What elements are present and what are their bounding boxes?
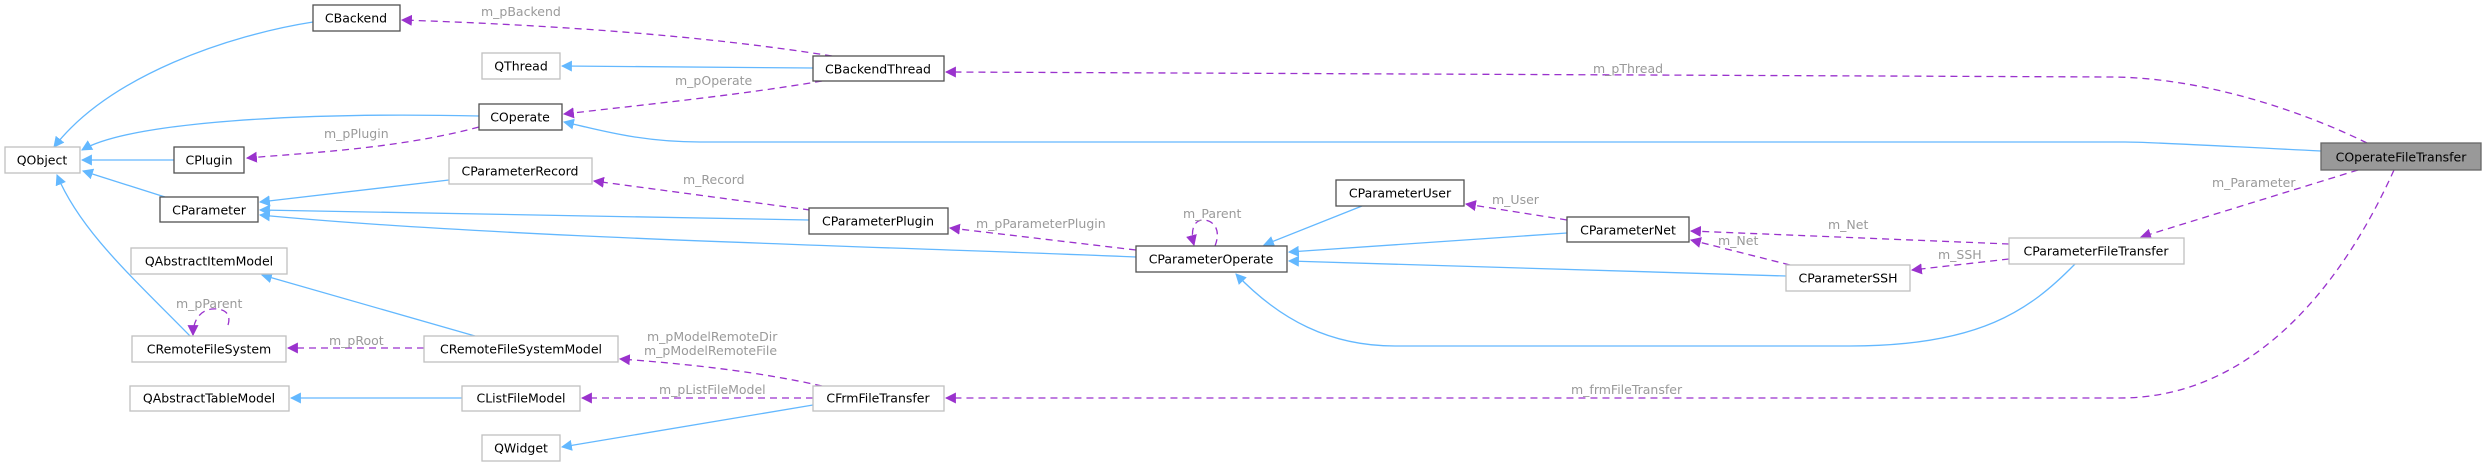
node-cparameternet[interactable]: CParameterNet xyxy=(1566,216,1690,243)
label-m-pmodelremotedir: m_pModelRemoteDir xyxy=(647,329,778,344)
edge-cbackendthread-qthread xyxy=(560,60,814,72)
node-label: QAbstractTableModel xyxy=(143,391,275,406)
label-m-net-ft: m_Net xyxy=(1828,217,1868,232)
edge-m-ssh xyxy=(1910,258,2010,275)
edge-m-net-ft xyxy=(1689,225,2010,245)
label-m-ssh: m_SSH xyxy=(1938,247,1982,262)
node-qobject[interactable]: QObject xyxy=(4,146,81,174)
edge-cremotefilesystemmodel-qabstractitemmodel xyxy=(260,272,476,337)
label-m-net-ssh: m_Net xyxy=(1718,233,1758,248)
node-cbackendthread[interactable]: CBackendThread xyxy=(812,55,945,82)
node-cbackend[interactable]: CBackend xyxy=(312,4,401,32)
node-label: CRemoteFileSystem xyxy=(147,342,272,357)
edge-cparameter-qobject xyxy=(81,168,166,198)
node-coperate[interactable]: COperate xyxy=(478,103,563,131)
node-label: QThread xyxy=(494,59,548,74)
node-qwidget[interactable]: QWidget xyxy=(481,434,561,462)
edge-m-parameter xyxy=(2139,169,2359,240)
usage-edges xyxy=(187,14,2395,404)
node-label: CParameterUser xyxy=(1349,186,1452,201)
node-cparameterssh[interactable]: CParameterSSH xyxy=(1785,264,1911,292)
node-label: CListFileModel xyxy=(476,391,565,406)
edge-cfrmfiletransfer-qwidget xyxy=(560,404,814,451)
edge-m-user xyxy=(1464,200,1568,221)
node-label: CParameterSSH xyxy=(1798,271,1897,286)
edge-cparameterssh-cparameteroperate xyxy=(1287,255,1787,277)
label-m-proot: m_pRoot xyxy=(329,333,384,348)
node-coperatefiletransfer[interactable]: COperateFileTransfer xyxy=(2320,142,2482,171)
edge-cparameterplugin-cparameter xyxy=(258,204,810,221)
node-label: COperateFileTransfer xyxy=(2336,150,2468,165)
label-m-parent: m_Parent xyxy=(1183,206,1242,221)
node-qabstractitemmodel[interactable]: QAbstractItemModel xyxy=(130,247,288,275)
edge-cremotefilesystem-qobject xyxy=(55,173,191,337)
node-clistfilemodel[interactable]: CListFileModel xyxy=(461,385,581,412)
label-m-frmfiletransfer: m_frmFileTransfer xyxy=(1571,382,1683,397)
edge-cparameteruser-cparameteroperate xyxy=(1262,205,1363,247)
node-label: CParameterOperate xyxy=(1149,252,1274,267)
edge-m-frmfiletransfer xyxy=(944,169,2395,404)
label-m-record: m_Record xyxy=(683,172,745,187)
node-label: CBackend xyxy=(325,11,387,26)
inheritance-edges xyxy=(53,21,2322,451)
edge-m-pbackend xyxy=(400,14,833,57)
node-label: CParameterRecord xyxy=(462,164,579,179)
node-cparameterrecord[interactable]: CParameterRecord xyxy=(448,157,593,185)
node-label: CRemoteFileSystemModel xyxy=(440,342,602,357)
node-cparameterplugin[interactable]: CParameterPlugin xyxy=(808,207,949,235)
edge-m-pthread xyxy=(944,66,2368,144)
node-cparameteruser[interactable]: CParameterUser xyxy=(1335,179,1465,207)
edge-m-pparameterplugin xyxy=(948,223,1137,251)
node-label: QObject xyxy=(17,153,68,168)
edge-m-pplugin xyxy=(245,126,480,163)
node-label: QAbstractItemModel xyxy=(145,254,273,269)
node-qthread[interactable]: QThread xyxy=(481,52,561,80)
node-label: CParameter xyxy=(172,203,247,218)
node-label: CParameterPlugin xyxy=(822,214,934,229)
label-m-user: m_User xyxy=(1492,192,1540,207)
edge-cparameterfiletransfer-cparameteroperate xyxy=(1235,263,2076,347)
edge-m-parent-loop xyxy=(1186,219,1218,247)
node-label: CPlugin xyxy=(186,153,233,168)
label-m-pparameterplugin: m_pParameterPlugin xyxy=(976,216,1106,231)
node-label: COperate xyxy=(490,110,550,125)
label-m-parameter: m_Parameter xyxy=(2212,175,2296,190)
node-cplugin[interactable]: CPlugin xyxy=(173,146,245,174)
label-m-pparent: m_pParent xyxy=(176,296,242,311)
node-cparameteroperate[interactable]: CParameterOperate xyxy=(1135,245,1288,273)
edge-coperate-qobject xyxy=(81,114,480,151)
node-cparameterfiletransfer[interactable]: CParameterFileTransfer xyxy=(2008,237,2185,265)
label-m-pthread: m_pThread xyxy=(1593,61,1663,76)
label-m-poperate: m_pOperate xyxy=(675,73,753,88)
edge-cbackend-qobject xyxy=(53,21,314,148)
edge-m-pparent-loop xyxy=(187,308,230,337)
edge-coperatefiletransfer-coperate xyxy=(562,118,2322,152)
label-m-plistfilemodel: m_pListFileModel xyxy=(659,382,766,397)
node-cfrmfiletransfer[interactable]: CFrmFileTransfer xyxy=(812,385,945,412)
node-label: QWidget xyxy=(494,441,548,456)
node-label: CParameterFileTransfer xyxy=(2024,244,2170,259)
edge-m-record xyxy=(592,176,811,211)
node-label: CBackendThread xyxy=(825,62,931,77)
node-cremotefilesystemmodel[interactable]: CRemoteFileSystemModel xyxy=(423,335,619,363)
node-label: CParameterNet xyxy=(1580,223,1676,238)
edge-cparameterrecord-cparameter xyxy=(258,179,450,207)
node-label: CFrmFileTransfer xyxy=(826,391,930,406)
label-m-pplugin: m_pPlugin xyxy=(324,126,389,141)
node-qabstracttablemodel[interactable]: QAbstractTableModel xyxy=(129,385,290,412)
label-m-pmodelremotefile: m_pModelRemoteFile xyxy=(644,343,777,358)
label-m-pbackend: m_pBackend xyxy=(481,4,561,19)
node-cparameter[interactable]: CParameter xyxy=(159,196,259,223)
edge-m-net-ssh xyxy=(1689,237,1791,266)
edge-cparameternet-cparameteroperate xyxy=(1287,232,1568,257)
edge-labels: m_pBackend m_pOperate m_pPlugin m_Record… xyxy=(176,4,2296,397)
node-cremotefilesystem[interactable]: CRemoteFileSystem xyxy=(131,335,287,363)
edge-cparameteroperate-cparameter xyxy=(258,210,1137,258)
edge-m-pmodelremote xyxy=(618,354,823,387)
